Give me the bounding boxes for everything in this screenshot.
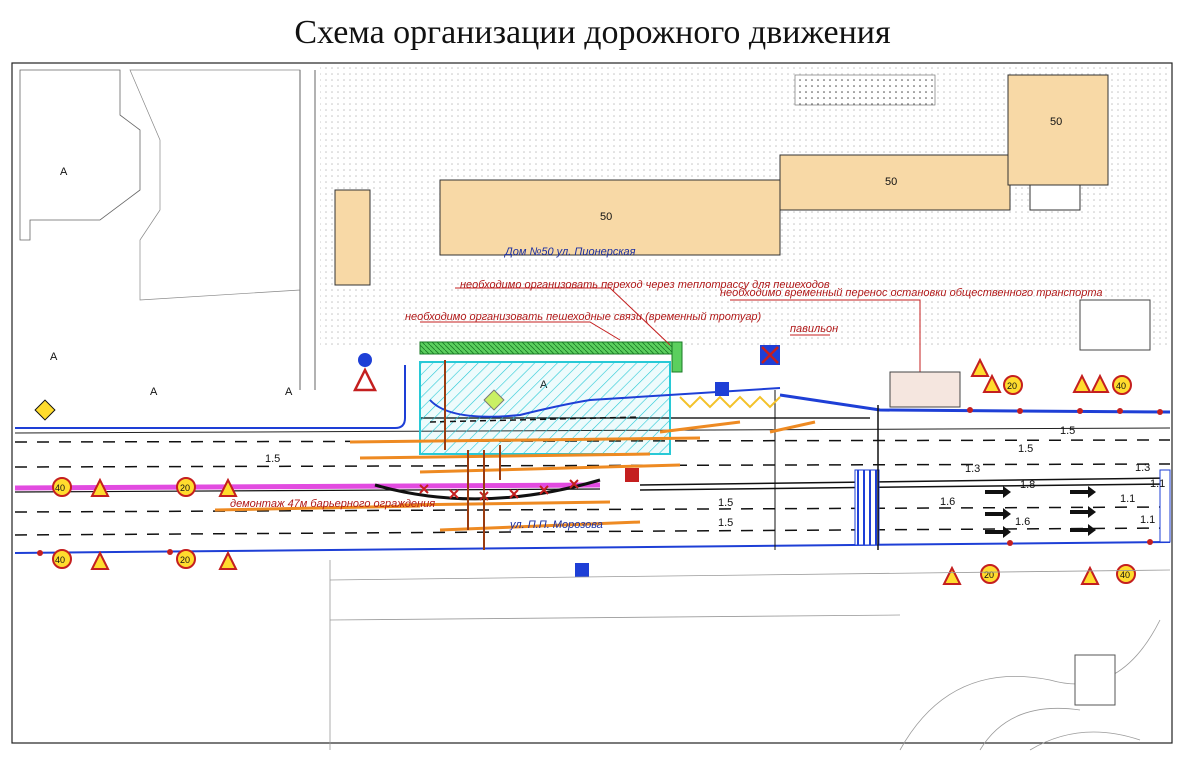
building-number-corner: 50: [1050, 116, 1062, 128]
building-small: [334, 189, 371, 286]
utility-box: [1079, 299, 1151, 351]
warning-triangle-icon: [970, 357, 990, 377]
left-building-outline: [19, 69, 141, 241]
bus-pavilion: [889, 371, 961, 408]
note-ped-links: необходимо организовать пешеходные связи…: [405, 311, 762, 323]
building-corner: [1007, 74, 1109, 186]
lane-width: 1.1: [1140, 514, 1155, 526]
barrier-sign-icon: [625, 468, 639, 482]
note-barrier: демонтаж 47м барьерного ограждения: [230, 498, 435, 510]
garage-block: [794, 74, 936, 106]
bus-stop-sign-icon: [715, 382, 729, 396]
lane-arrows: [985, 486, 1096, 538]
building-east: [779, 154, 1011, 211]
building-label: Дом №50 ул. Пионерская: [503, 246, 636, 258]
sign-group-left-top: 40 20: [52, 477, 238, 497]
sign-group-right-bottom: 20 40: [942, 564, 1136, 585]
lane-width: 1.5: [1018, 443, 1033, 455]
curb-top-left: [15, 365, 406, 429]
lane-width: 1.1: [1150, 478, 1165, 490]
warning-triangle-icon: [942, 565, 962, 585]
sign-group-center: [34, 345, 944, 577]
sign-group-left-bottom: 40 20: [52, 549, 238, 570]
warning-triangle-icon: [90, 477, 110, 497]
lane-width: 1.5: [718, 517, 733, 529]
utility-structure: [1074, 654, 1116, 706]
note-crossing-text: необходимо организовать переход через те…: [460, 279, 830, 291]
temporary-path: [429, 387, 781, 418]
area-mark: A: [285, 386, 293, 398]
warning-triangle-icon: [982, 373, 1002, 393]
curb-points: [37, 407, 1163, 556]
lane-width: 1.5: [718, 497, 733, 509]
area-mark: A: [50, 351, 58, 363]
warning-triangle-icon: [218, 550, 238, 570]
median-line: [14, 482, 601, 491]
temporary-sidewalk-hatch: [420, 342, 682, 354]
curb-top-right: [779, 393, 1171, 414]
median-solid: [639, 477, 1171, 486]
warning-triangle-icon: [1072, 373, 1092, 393]
lane-line: [14, 463, 1171, 468]
diamond-mark: [483, 389, 505, 411]
note-crossing: необходимо организовать переход через те…: [460, 279, 830, 291]
sign-group-right-top: 20 40: [970, 357, 1132, 395]
zigzag-marking: [679, 395, 781, 409]
lane-line: [14, 506, 1171, 513]
building-number-east: 50: [885, 176, 897, 188]
leader-lines: [420, 287, 921, 380]
lane-width: 1.3: [965, 463, 980, 475]
speed-limit-sign: 40: [55, 555, 65, 565]
building-annex: [1029, 184, 1081, 211]
lane-width: 1.6: [1015, 516, 1030, 528]
temporary-edge: [429, 416, 641, 423]
area-mark: A: [150, 386, 158, 398]
speed-limit-sign: 40: [1116, 381, 1126, 391]
page-title: Схема организации дорожного движения: [294, 14, 891, 51]
lane-width: 1.3: [1135, 462, 1150, 474]
building-main: [439, 179, 781, 256]
direction-sign-icon: [358, 353, 372, 367]
lane-width: 1.5: [265, 453, 280, 465]
speed-limit-sign: 40: [1120, 570, 1130, 580]
speed-limit-sign: 20: [1007, 381, 1017, 391]
speed-limit-sign: 20: [180, 483, 190, 493]
lane-width: 1.5: [1060, 425, 1075, 437]
speed-limit-sign: 20: [984, 570, 994, 580]
traffic-plan-diagram: 50 50 50 Дом №50 ул. Пионерская A A A A …: [0, 60, 1185, 753]
note-bus-stop: необходимо временный перенос остановки о…: [720, 287, 1103, 299]
lane-line: [14, 527, 1171, 536]
zebra-crossing: [854, 469, 1171, 546]
barrier-removal-marks: [419, 479, 579, 501]
note-pavilion: павильон: [790, 323, 838, 335]
warning-triangle-icon: [1080, 565, 1100, 585]
lane-width: 1.6: [940, 496, 955, 508]
sidewalk-corner: [671, 341, 683, 373]
median-solid-2: [639, 483, 1171, 491]
cross-icon: [761, 346, 779, 364]
median-edge: [14, 488, 601, 493]
lane-width: 1.1: [1120, 493, 1135, 505]
warning-triangle-icon: [90, 550, 110, 570]
warning-triangle-icon: [1090, 373, 1110, 393]
lane-width: 1.8: [1020, 479, 1035, 491]
warning-triangle-icon: [218, 477, 238, 497]
speed-limit-sign: 40: [55, 483, 65, 493]
street-label: ул. П.П. Морозова: [509, 519, 603, 531]
orange-lane-guides: [214, 420, 816, 532]
building-number-main: 50: [600, 211, 612, 223]
vertical-marks: [444, 360, 501, 550]
warning-triangle-icon: [352, 367, 378, 392]
priority-road-sign-icon: [34, 399, 56, 421]
pedestrian-sign-icon: [575, 563, 589, 577]
area-mark: A: [60, 166, 68, 178]
speed-limit-sign: 20: [180, 555, 190, 565]
curb-bottom: [14, 541, 1171, 554]
terrain-contours: [329, 560, 1171, 751]
